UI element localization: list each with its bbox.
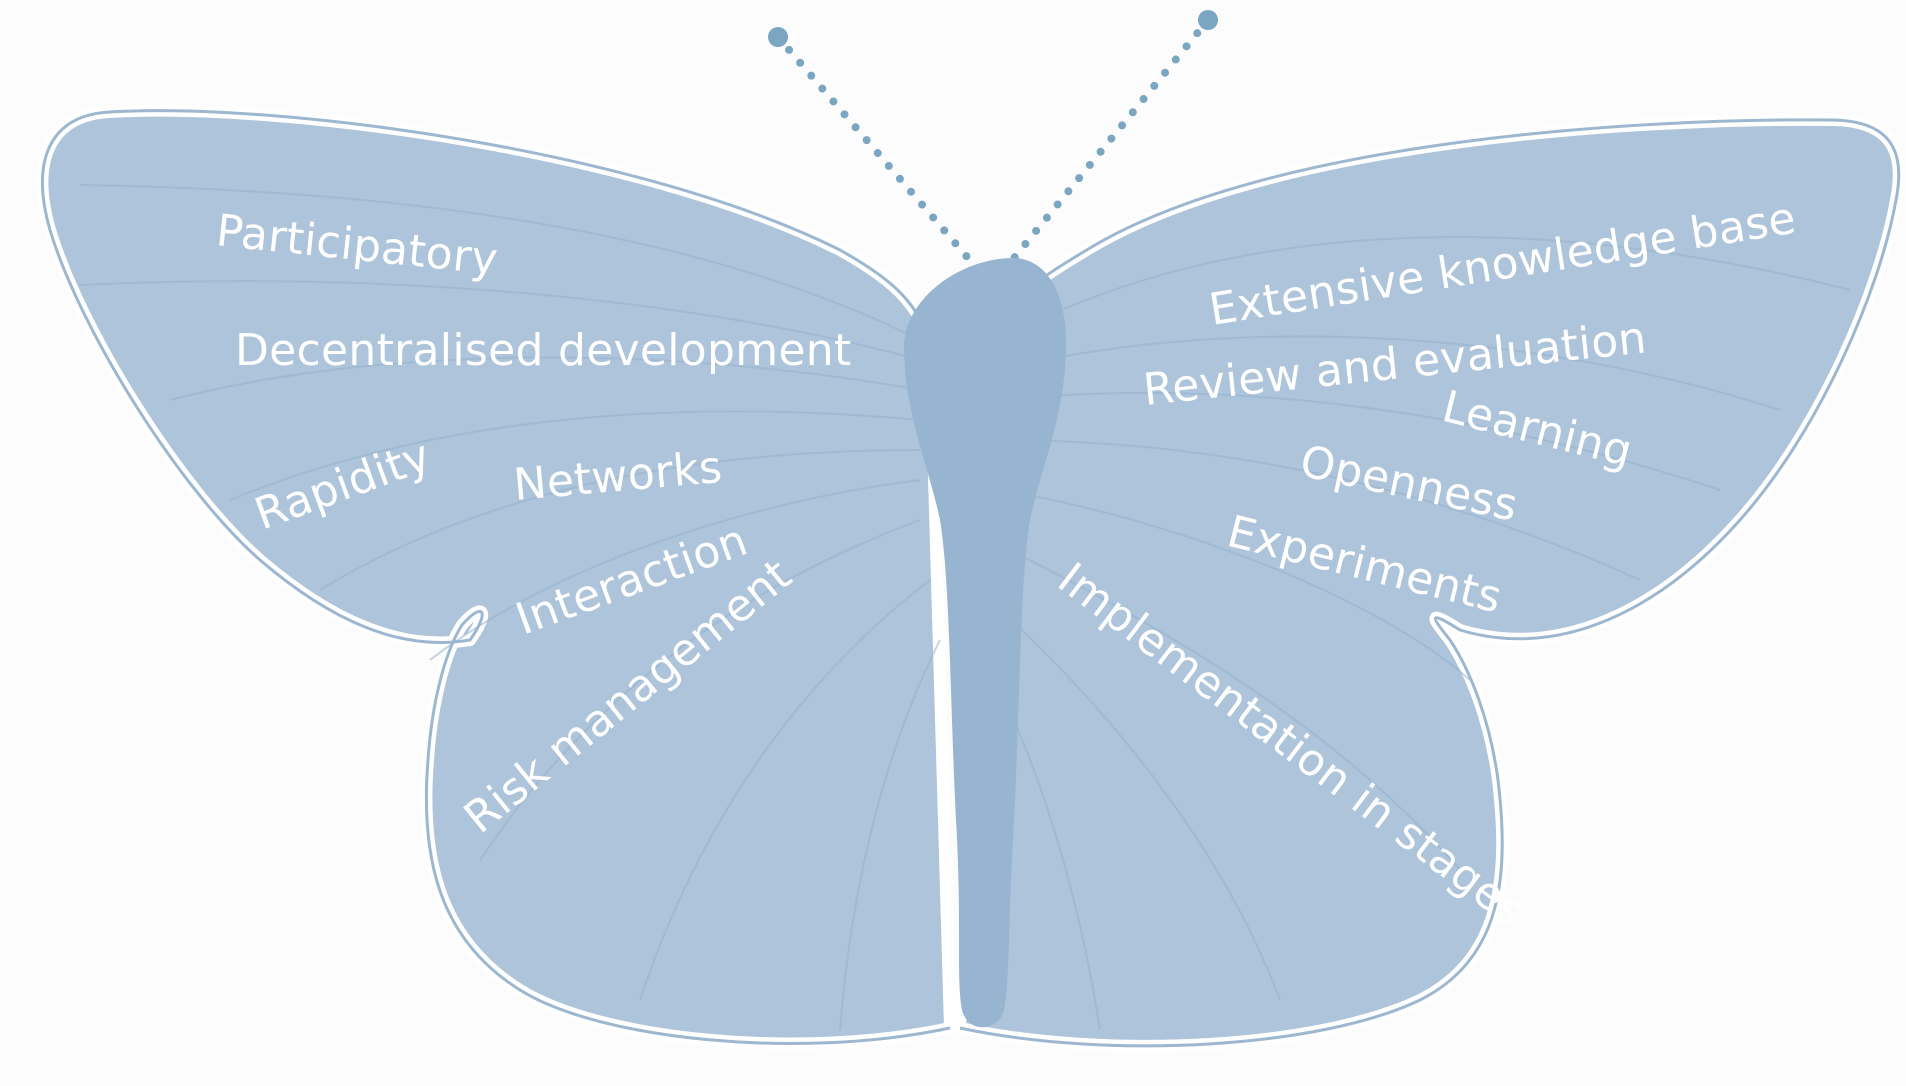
antennae [768,10,1218,262]
left-antenna-tip [768,27,788,47]
right-wing-border [959,118,1901,1048]
wing-veins [79,184,1851,1031]
right-antenna [1010,16,1212,262]
butterfly-body [903,258,1067,1028]
left-wing-border [41,109,951,1045]
right-antenna-tip [1198,10,1218,30]
wings [36,104,1905,1052]
left-antenna [774,33,972,262]
label-decentralised-development: Decentralised development [235,325,852,376]
